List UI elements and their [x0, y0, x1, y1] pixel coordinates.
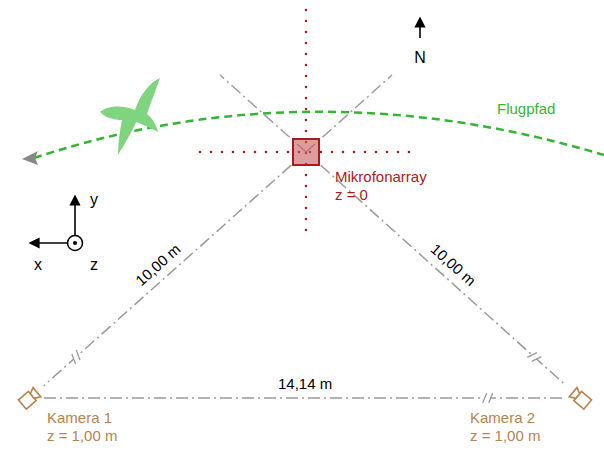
dimension-label: 14,14 m [278, 375, 332, 393]
axis-label: z [90, 256, 98, 274]
camera: Kamera 1 z = 1,00 m [17, 385, 43, 411]
camera: Kamera 2 z = 1,00 m [567, 385, 593, 411]
flight-path-label: Flugpfad [497, 100, 555, 118]
z-axis [68, 236, 83, 251]
break-mark [483, 393, 493, 403]
distance-line [44, 165, 292, 386]
dimension-label: 10,00 m [427, 240, 479, 290]
dimension-label: 10,00 m [132, 240, 184, 290]
x-axis [34, 242, 67, 244]
north-arrow [419, 22, 421, 38]
north-label: N [414, 49, 426, 67]
node-label: Kamera 1 z = 1,00 m [47, 409, 123, 445]
axis-label: x [34, 256, 42, 274]
camera-symbol [567, 385, 593, 411]
node-label: Kamera 2 z = 1,00 m [470, 409, 546, 445]
distance-line [321, 165, 567, 385]
z-axis [73, 241, 77, 245]
break-mark [69, 350, 83, 364]
node-label: Mikrofonarray z = 0 [335, 168, 433, 204]
bird [100, 78, 160, 155]
break-mark [527, 350, 541, 364]
axis-label: y [90, 191, 98, 209]
array-axis [305, 10, 308, 236]
camera-symbol [17, 385, 43, 411]
microphone-array: Mikrofonarray z = 0 [292, 138, 320, 166]
y-axis [74, 200, 76, 235]
flight-arrowhead [22, 151, 38, 165]
